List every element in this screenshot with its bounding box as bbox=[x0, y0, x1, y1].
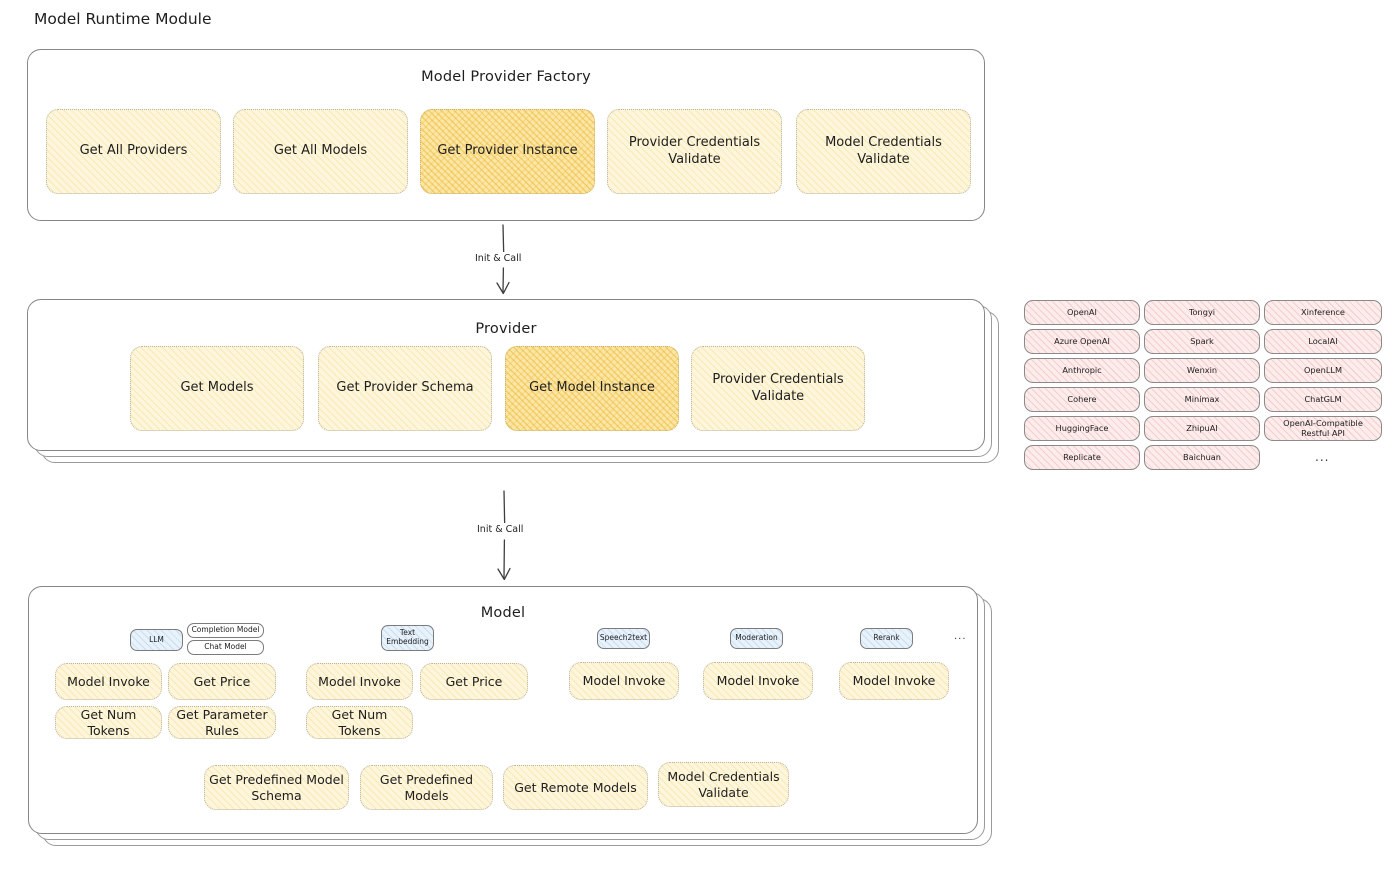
llm-method-get-price[interactable]: Get Price bbox=[168, 663, 276, 700]
model-type-tag-speech2text[interactable]: Speech2text bbox=[597, 628, 650, 649]
factory-method-provider-credentials-validate[interactable]: Provider Credentials Validate bbox=[607, 109, 782, 194]
text-embedding-method-get-num-tokens[interactable]: Get Num Tokens bbox=[306, 706, 413, 739]
model-type-tag-llm[interactable]: LLM bbox=[130, 629, 183, 651]
model-shared-method-get-predefined-model-schema[interactable]: Get Predefined Model Schema bbox=[204, 765, 349, 810]
provider-chip-xinference[interactable]: Xinference bbox=[1264, 300, 1382, 325]
arrow-label-init-and-call-2: Init & Call bbox=[473, 523, 528, 536]
provider-chip-anthropic[interactable]: Anthropic bbox=[1024, 358, 1140, 383]
provider-chip-spark[interactable]: Spark bbox=[1144, 329, 1260, 354]
model-type-tag-moderation[interactable]: Moderation bbox=[730, 628, 783, 649]
model-card: Model LLM Completion Model Chat Model Mo… bbox=[28, 586, 978, 834]
factory-method-get-all-providers[interactable]: Get All Providers bbox=[46, 109, 221, 194]
provider-chip-replicate[interactable]: Replicate bbox=[1024, 445, 1140, 470]
speech2text-method-model-invoke[interactable]: Model Invoke bbox=[569, 662, 679, 700]
provider-method-get-model-instance[interactable]: Get Model Instance bbox=[505, 346, 679, 431]
provider-chip-tongyi[interactable]: Tongyi bbox=[1144, 300, 1260, 325]
rerank-method-model-invoke[interactable]: Model Invoke bbox=[839, 662, 949, 700]
factory-method-get-provider-instance[interactable]: Get Provider Instance bbox=[420, 109, 595, 194]
provider-method-get-provider-schema[interactable]: Get Provider Schema bbox=[318, 346, 492, 431]
llm-method-model-invoke[interactable]: Model Invoke bbox=[55, 663, 162, 700]
provider-list-more-ellipsis: ... bbox=[1315, 450, 1330, 464]
model-type-tag-rerank[interactable]: Rerank bbox=[860, 628, 913, 649]
model-subtype-tag-chat-model[interactable]: Chat Model bbox=[187, 640, 264, 655]
arrow-label-init-and-call-1: Init & Call bbox=[471, 252, 526, 265]
provider-chip-openai[interactable]: OpenAI bbox=[1024, 300, 1140, 325]
provider-chip-azure-openai[interactable]: Azure OpenAI bbox=[1024, 329, 1140, 354]
model-subtype-tag-completion-model[interactable]: Completion Model bbox=[187, 623, 264, 638]
model-shared-method-get-remote-models[interactable]: Get Remote Models bbox=[503, 765, 648, 810]
provider-card: Provider Get Models Get Provider Schema … bbox=[27, 299, 985, 451]
model-types-more-ellipsis: ... bbox=[954, 631, 967, 642]
model-shared-method-get-predefined-models[interactable]: Get Predefined Models bbox=[360, 765, 493, 810]
provider-chip-zhipuai[interactable]: ZhipuAI bbox=[1144, 416, 1260, 441]
provider-chip-huggingface[interactable]: HuggingFace bbox=[1024, 416, 1140, 441]
provider-chip-localai[interactable]: LocalAI bbox=[1264, 329, 1382, 354]
provider-chip-wenxin[interactable]: Wenxin bbox=[1144, 358, 1260, 383]
provider-chip-openllm[interactable]: OpenLLM bbox=[1264, 358, 1382, 383]
provider-chip-openai-compatible-restful-api[interactable]: OpenAI-Compatible Restful API bbox=[1264, 416, 1382, 441]
factory-method-get-all-models[interactable]: Get All Models bbox=[233, 109, 408, 194]
model-type-tag-text-embedding[interactable]: Text Embedding bbox=[381, 625, 434, 651]
factory-method-model-credentials-validate[interactable]: Model Credentials Validate bbox=[796, 109, 971, 194]
llm-method-get-num-tokens[interactable]: Get Num Tokens bbox=[55, 706, 162, 739]
model-provider-factory-card: Model Provider Factory Get All Providers… bbox=[27, 49, 985, 221]
provider-method-get-models[interactable]: Get Models bbox=[130, 346, 304, 431]
provider-method-provider-credentials-validate[interactable]: Provider Credentials Validate bbox=[691, 346, 865, 431]
moderation-method-model-invoke[interactable]: Model Invoke bbox=[703, 662, 813, 700]
provider-list: OpenAI Azure OpenAI Anthropic Cohere Hug… bbox=[1024, 300, 1384, 480]
model-shared-method-model-credentials-validate[interactable]: Model Credentials Validate bbox=[658, 762, 789, 807]
provider-chip-minimax[interactable]: Minimax bbox=[1144, 387, 1260, 412]
llm-method-get-parameter-rules[interactable]: Get Parameter Rules bbox=[168, 706, 276, 739]
model-title: Model bbox=[480, 605, 526, 621]
page-title: Model Runtime Module bbox=[34, 10, 212, 28]
provider-chip-chatglm[interactable]: ChatGLM bbox=[1264, 387, 1382, 412]
text-embedding-method-model-invoke[interactable]: Model Invoke bbox=[306, 663, 413, 700]
arrow-provider-to-model bbox=[497, 490, 511, 581]
text-embedding-method-get-price[interactable]: Get Price bbox=[420, 663, 528, 700]
factory-title: Model Provider Factory bbox=[421, 69, 591, 85]
provider-chip-cohere[interactable]: Cohere bbox=[1024, 387, 1140, 412]
provider-chip-baichuan[interactable]: Baichuan bbox=[1144, 445, 1260, 470]
provider-title: Provider bbox=[475, 321, 537, 337]
